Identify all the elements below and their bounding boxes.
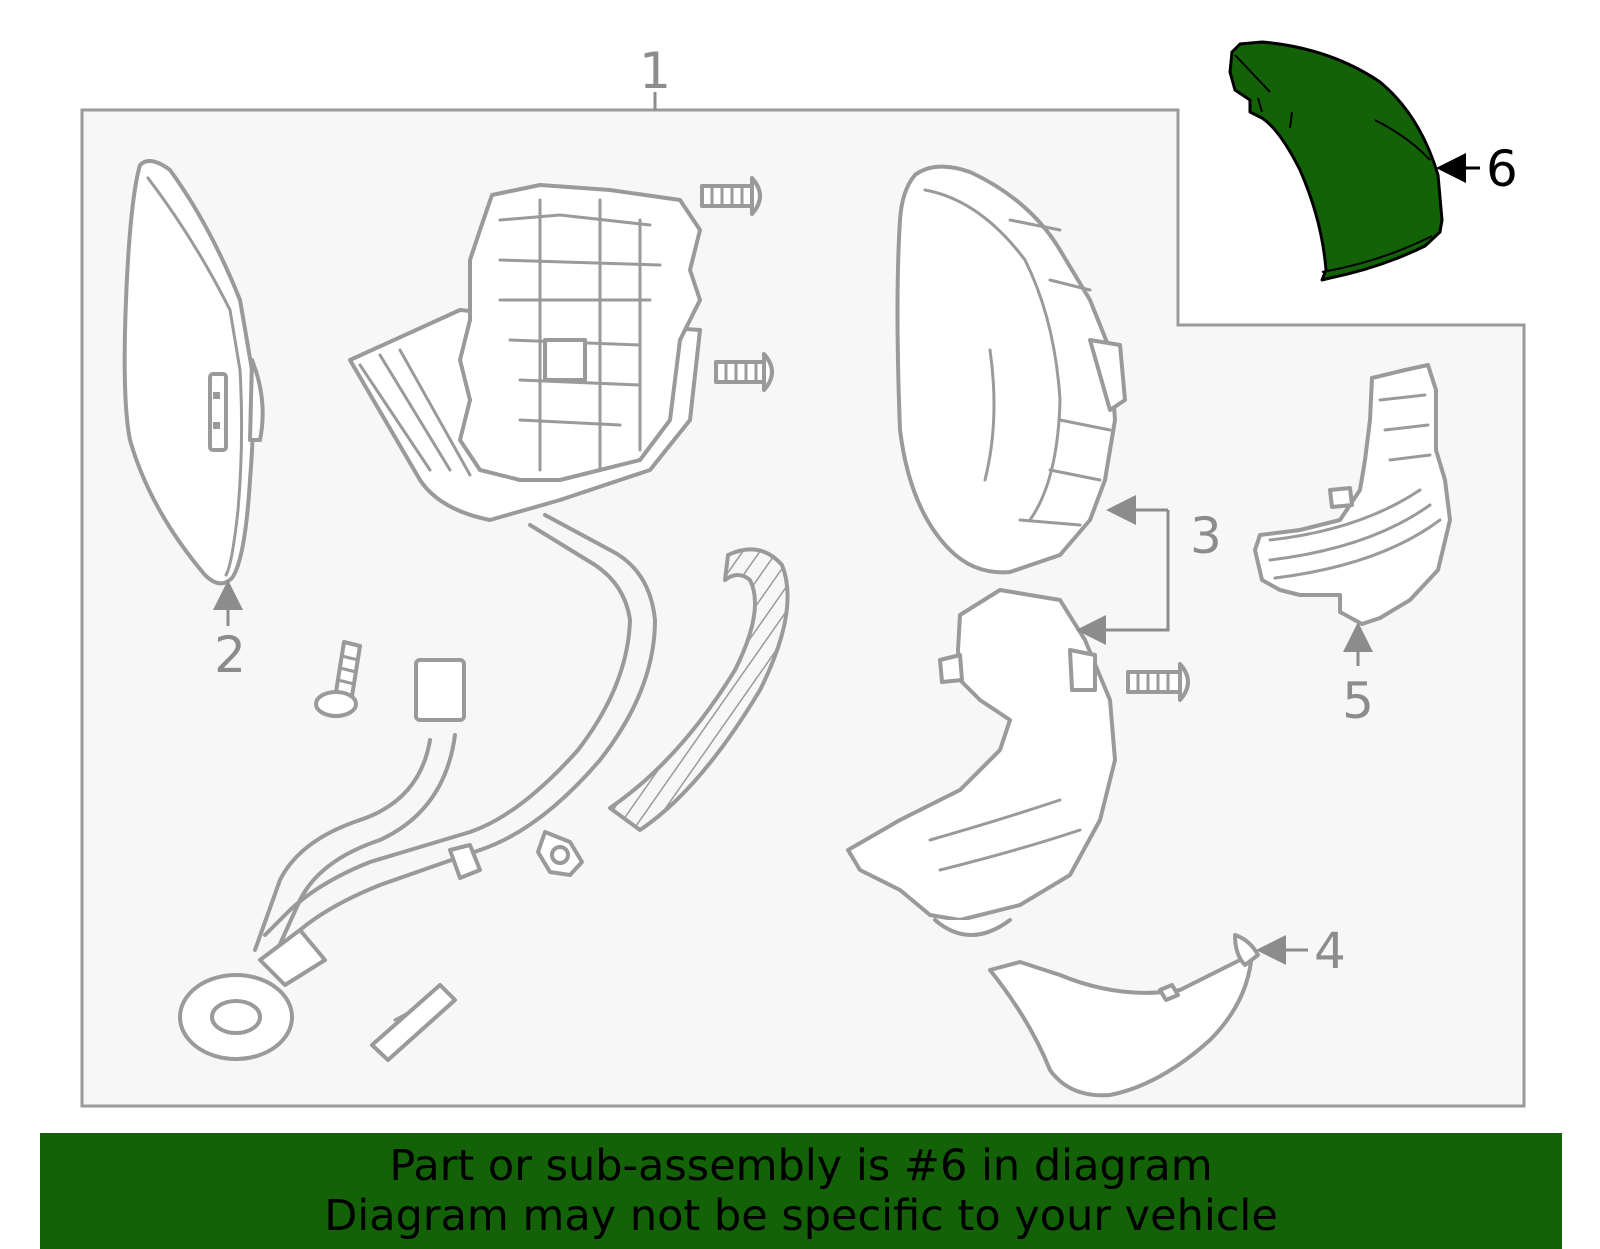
screw-part — [700, 176, 762, 216]
callout-5-label: 5 — [1342, 672, 1374, 730]
mirror-actuator-part — [348, 183, 702, 522]
banner-line-2: Diagram may not be specific to your vehi… — [324, 1191, 1278, 1241]
info-banner: Part or sub-assembly is #6 in diagram Di… — [40, 1133, 1562, 1249]
callout-3-leader-bracket — [1076, 510, 1170, 645]
wiring-harness-part — [178, 513, 657, 1061]
screw-part — [314, 640, 362, 718]
screw-part — [1126, 662, 1190, 702]
callout-4-label: 4 — [1314, 922, 1346, 980]
banner-line-1: Part or sub-assembly is #6 in diagram — [389, 1141, 1213, 1191]
clip-part — [536, 830, 584, 877]
callout-2-label: 2 — [214, 626, 246, 684]
bracket-part — [370, 983, 457, 1062]
mirror-housing-part — [895, 164, 1127, 575]
mirror-glass-part — [122, 159, 265, 586]
turn-signal-part — [1253, 363, 1452, 626]
mirror-housing-lower-part — [846, 588, 1117, 937]
corrugated-tube-part — [608, 547, 790, 832]
mirror-cover-part-highlighted — [1228, 40, 1444, 282]
callout-3-label: 3 — [1190, 507, 1222, 565]
lower-cover-part — [988, 933, 1260, 1098]
callout-1-label: 1 — [639, 42, 671, 100]
screw-part — [714, 352, 774, 392]
callout-6-label: 6 — [1486, 140, 1518, 198]
